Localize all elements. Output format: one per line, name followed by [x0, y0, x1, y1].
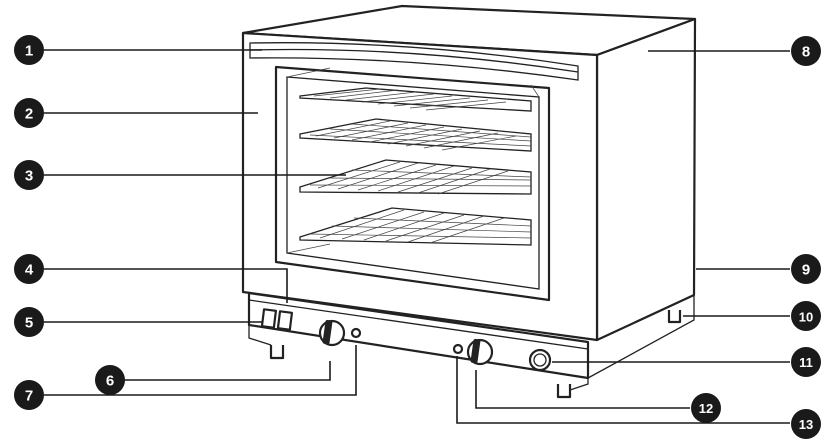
leader-13 — [456, 356, 790, 424]
leader-7 — [44, 345, 357, 396]
rack-3 — [299, 159, 532, 195]
callout-6: 6 — [95, 365, 125, 395]
interior-depth — [286, 67, 540, 254]
callout-2: 2 — [14, 98, 44, 128]
callout-8: 8 — [791, 36, 821, 66]
callout-13: 13 — [791, 409, 821, 439]
leader-6 — [124, 361, 331, 381]
door-glass — [286, 76, 540, 290]
light-button — [528, 348, 552, 372]
leader-4 — [44, 268, 288, 303]
oven-right-side — [595, 17, 697, 342]
temperature-knob — [466, 338, 494, 366]
power-switch-2 — [276, 310, 294, 331]
callout-10-label: 10 — [799, 310, 813, 325]
callout-13-label: 13 — [799, 417, 813, 432]
callout-4-label: 4 — [25, 262, 34, 279]
timer-knob — [318, 319, 346, 347]
callout-12-label: 12 — [699, 401, 713, 416]
leader-12 — [475, 370, 690, 409]
callout-3: 3 — [14, 160, 44, 190]
timer-indicator-light — [350, 327, 362, 339]
foot-front-right — [556, 384, 572, 399]
callout-12: 12 — [691, 393, 721, 423]
convection-oven — [241, 4, 697, 399]
callout-10: 10 — [791, 301, 821, 331]
callout-1: 1 — [14, 35, 44, 65]
callout-4: 4 — [14, 254, 44, 284]
callout-2-label: 2 — [25, 106, 33, 123]
power-switch-1 — [260, 308, 278, 329]
callout-5: 5 — [14, 307, 44, 337]
callout-9: 9 — [791, 254, 821, 284]
callout-7-label: 7 — [25, 388, 33, 405]
callout-9-label: 9 — [802, 262, 810, 279]
door-window-frame — [274, 65, 551, 302]
rack-2 — [299, 118, 532, 152]
door-handle — [249, 42, 579, 81]
foot-back-right — [667, 310, 682, 324]
callout-8-label: 8 — [802, 44, 810, 61]
temperature-indicator-light — [452, 343, 464, 355]
callout-7: 7 — [14, 380, 44, 410]
foot-front-left — [269, 345, 285, 360]
feet — [248, 295, 695, 399]
door-handle-highlight — [249, 48, 579, 73]
callout-11-label: 11 — [799, 355, 813, 370]
rack-1 — [299, 87, 532, 112]
rack-4 — [299, 207, 532, 246]
leader-lines — [44, 49, 790, 424]
callout-5-label: 5 — [25, 315, 33, 332]
callout-3-label: 3 — [25, 168, 33, 185]
callout-6-label: 6 — [106, 373, 114, 390]
callout-11: 11 — [791, 347, 821, 377]
callout-1-label: 1 — [25, 43, 33, 60]
control-panel-ridge — [248, 299, 589, 350]
